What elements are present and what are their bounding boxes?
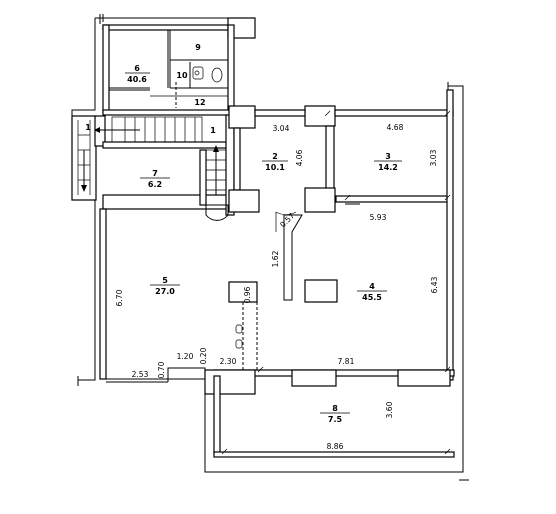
wc-fixtures <box>150 66 228 108</box>
dim-6-43: 6.43 <box>430 276 439 293</box>
dim-5-93: 5.93 <box>370 213 387 222</box>
room-area: 6.2 <box>148 180 162 189</box>
room-area: 7.5 <box>328 415 343 424</box>
dim-4-06: 4.06 <box>295 149 304 166</box>
right-stair <box>205 145 227 196</box>
toilet-icon <box>211 67 223 83</box>
sink-icon <box>192 66 204 80</box>
room-area: 10.1 <box>265 163 285 172</box>
room-number: 3 <box>385 152 391 161</box>
dim-0-57: 0.57 <box>278 211 296 229</box>
room-label-1b: 1 <box>210 126 216 135</box>
dim-1-62: 1.62 <box>271 250 280 267</box>
room-number: 7 <box>152 169 158 178</box>
north-block-walls <box>102 17 256 116</box>
room-area: 40.6 <box>127 75 147 84</box>
room-area: 27.0 <box>155 287 175 296</box>
dim-7-81: 7.81 <box>338 357 355 366</box>
room-number: 4 <box>369 282 375 291</box>
room-label-4: 4 45.5 <box>357 282 387 302</box>
room-number: 8 <box>332 404 338 413</box>
middle-rooms-walls <box>228 89 454 381</box>
room-5-walls <box>204 369 455 458</box>
dim-6-70: 6.70 <box>115 289 124 306</box>
room-label-6: 5 27.0 <box>150 276 180 296</box>
dim-4-68: 4.68 <box>387 123 404 132</box>
dim-8-86: 8.86 <box>327 442 344 451</box>
room-label-10: 10 <box>176 71 188 80</box>
dim-ticks <box>221 110 451 455</box>
dim-3-03: 3.03 <box>429 149 438 166</box>
room-label-5: 8 7.5 <box>320 404 350 424</box>
room-area: 45.5 <box>362 293 382 302</box>
dim-0-20: 0.20 <box>199 347 208 364</box>
dim-2-30: 2.30 <box>220 357 237 366</box>
dim-2-53: 2.53 <box>132 370 149 379</box>
dim-3-60: 3.60 <box>385 401 394 418</box>
room-number: 6 <box>134 64 140 73</box>
room-label-8: 6 40.6 <box>125 64 150 84</box>
dim-0-70: 0.70 <box>157 361 166 378</box>
room-label-2: 2 10.1 <box>262 152 288 172</box>
room-label-9: 9 <box>195 43 201 52</box>
dim-1-20: 1.20 <box>177 352 194 361</box>
room-label-3: 3 14.2 <box>374 152 402 172</box>
room-label-1a: 1 <box>85 123 91 132</box>
doors <box>275 211 303 301</box>
dim-0-96: 0.96 <box>243 286 252 303</box>
main-hall-walls <box>99 208 338 383</box>
room-label-12: 12 <box>194 98 205 107</box>
room-area: 14.2 <box>378 163 398 172</box>
room-number: 5 <box>162 276 168 285</box>
room-label-7: 7 6.2 <box>140 169 170 189</box>
room-number: 2 <box>272 152 278 161</box>
upper-stair <box>94 116 203 143</box>
dim-3-04: 3.04 <box>273 124 290 133</box>
